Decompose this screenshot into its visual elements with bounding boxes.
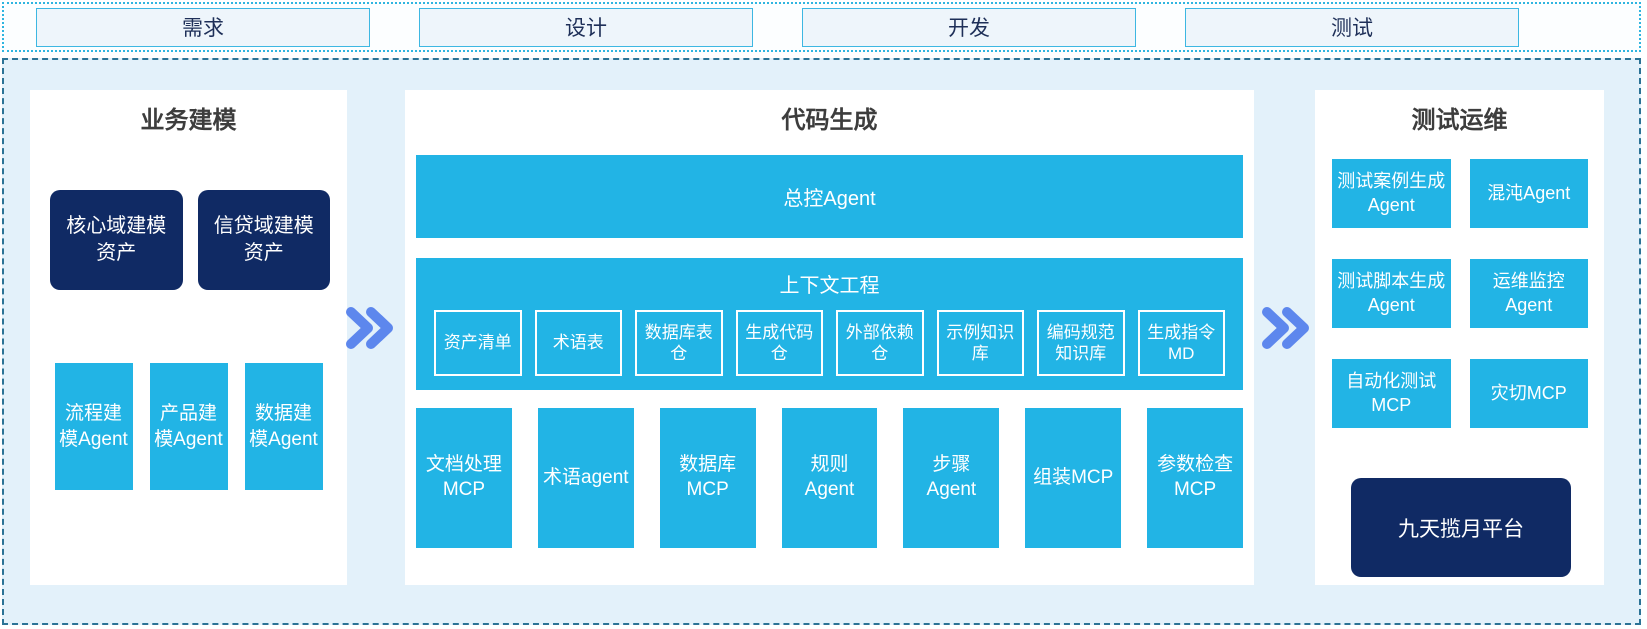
phase-box-design: 设计	[419, 7, 753, 47]
tool-box-assembly-mcp: 组装MCP	[1025, 408, 1122, 548]
phase-box-requirements: 需求	[36, 7, 370, 47]
double-chevron-icon	[1260, 305, 1310, 351]
master-agent-bar: 总控Agent	[416, 155, 1243, 238]
platform-box-jiutian-lanyue: 九天揽月平台	[1351, 478, 1571, 577]
test-box-chaos-agent: 混沌Agent	[1469, 159, 1588, 228]
tool-box-rule-agent: 规则Agent	[781, 408, 878, 548]
phase-bar: 需求 设计 开发 测试	[2, 2, 1641, 52]
context-item-coding-standard-kb: 编码规范知识库	[1037, 310, 1125, 376]
context-engineering-block: 上下文工程 资产清单 术语表 数据库表仓 生成代码仓 外部依赖仓 示例知识库 编…	[416, 258, 1243, 390]
asset-row: 核心域建模资产 信贷域建模资产	[50, 190, 330, 290]
context-item-external-deps-repo: 外部依赖仓	[836, 310, 924, 376]
panel-business-modeling: 业务建模 核心域建模资产 信贷域建模资产 流程建模Agent 产品建模Agent…	[30, 90, 347, 585]
panel-title-business-modeling: 业务建模	[140, 107, 237, 134]
test-box-test-case-gen-agent: 测试案例生成Agent	[1332, 159, 1451, 228]
context-engineering-title: 上下文工程	[779, 275, 880, 297]
panel-title-test-ops: 测试运维	[1411, 107, 1508, 134]
tool-box-database-mcp: 数据库MCP	[659, 408, 756, 548]
main-container: 业务建模 核心域建模资产 信贷域建模资产 流程建模Agent 产品建模Agent…	[2, 58, 1641, 625]
tool-row: 文档处理MCP 术语agent 数据库MCP 规则Agent 步骤Agent 组…	[416, 408, 1244, 548]
test-box-disaster-switch-mcp: 灾切MCP	[1469, 359, 1588, 428]
agent-box-data-modeling: 数据建模Agent	[244, 363, 323, 490]
context-item-generation-instruction-md: 生成指令MD	[1137, 310, 1225, 376]
test-box-ops-monitor-agent: 运维监控Agent	[1469, 259, 1588, 328]
double-chevron-icon	[344, 305, 394, 351]
tool-box-glossary-agent: 术语agent	[537, 408, 634, 548]
agent-box-product-modeling: 产品建模Agent	[149, 363, 228, 490]
tool-box-step-agent: 步骤Agent	[903, 408, 1000, 548]
context-item-example-kb: 示例知识库	[936, 310, 1024, 376]
test-box-automated-test-mcp: 自动化测试MCP	[1332, 359, 1451, 428]
context-item-glossary: 术语表	[534, 310, 622, 376]
test-ops-grid: 测试案例生成Agent 混沌Agent 测试脚本生成Agent 运维监控Agen…	[1332, 159, 1588, 428]
test-box-test-script-gen-agent: 测试脚本生成Agent	[1332, 259, 1451, 328]
context-item-row: 资产清单 术语表 数据库表仓 生成代码仓 外部依赖仓 示例知识库 编码规范知识库…	[434, 310, 1225, 376]
context-item-asset-list: 资产清单	[434, 310, 522, 376]
phase-box-testing: 测试	[1185, 7, 1519, 47]
context-item-generated-code-repo: 生成代码仓	[735, 310, 823, 376]
tool-box-param-check-mcp: 参数检查MCP	[1147, 408, 1244, 548]
tool-box-doc-processing-mcp: 文档处理MCP	[416, 408, 512, 548]
panel-test-ops: 测试运维 测试案例生成Agent 混沌Agent 测试脚本生成Agent 运维监…	[1315, 90, 1604, 585]
phase-box-development: 开发	[802, 7, 1136, 47]
asset-box-credit-domain: 信贷域建模资产	[197, 190, 330, 290]
panel-title-code-generation: 代码生成	[781, 107, 878, 134]
agent-box-process-modeling: 流程建模Agent	[54, 363, 133, 490]
context-item-db-table-repo: 数据库表仓	[635, 310, 723, 376]
panel-code-generation: 代码生成 总控Agent 上下文工程 资产清单 术语表 数据库表仓 生成代码仓 …	[405, 90, 1254, 585]
asset-box-core-domain: 核心域建模资产	[50, 190, 183, 290]
modeling-agent-row: 流程建模Agent 产品建模Agent 数据建模Agent	[30, 363, 347, 490]
